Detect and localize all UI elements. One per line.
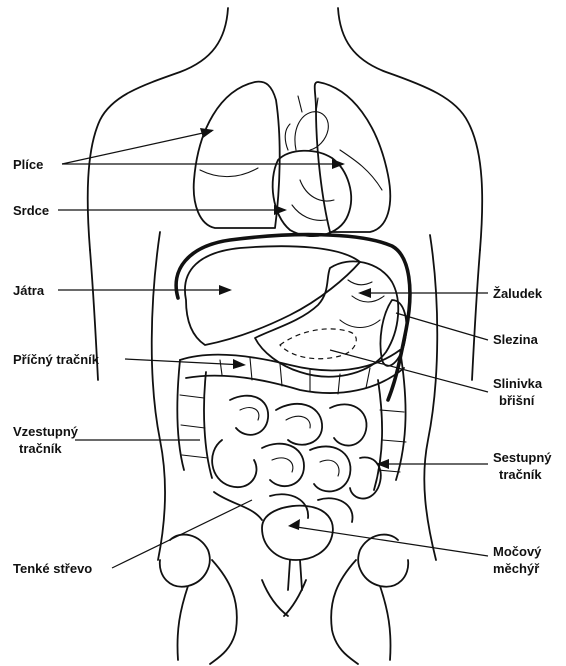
pointer-slinivka xyxy=(330,350,488,392)
label-sestupny-line2: tračník xyxy=(493,466,552,483)
label-tenke-strevo: Tenké střevo xyxy=(13,560,92,577)
stomach xyxy=(255,261,398,376)
arm-right xyxy=(472,250,480,380)
label-plice: Plíce xyxy=(13,156,43,173)
label-slinivka-line2: břišní xyxy=(493,392,542,409)
label-slinivka-line1: Slinivka xyxy=(493,375,542,392)
pointer-tenke xyxy=(112,500,252,568)
waist-left xyxy=(152,232,165,560)
label-pricny-tracnik: Příčný tračník xyxy=(13,351,99,368)
lung-left xyxy=(194,82,280,228)
label-slinivka-brisni: Slinivka břišní xyxy=(493,375,542,409)
pelvis-left xyxy=(160,535,210,660)
pelvis-inner-left xyxy=(210,560,237,664)
vessel xyxy=(285,96,318,150)
heart-detail xyxy=(292,180,334,220)
bladder xyxy=(262,506,333,560)
pelvis-right xyxy=(358,535,408,660)
stomach-folds xyxy=(340,280,384,328)
aorta xyxy=(295,112,328,150)
small-intestine xyxy=(212,396,381,522)
label-sestupny-line1: Sestupný xyxy=(493,449,552,466)
label-mocovy-line2: měchýř xyxy=(493,560,541,577)
lung-right xyxy=(315,82,391,232)
pelvis-inner-right xyxy=(331,560,358,664)
label-vzestupny-tracnik: Vzestupný tračník xyxy=(13,423,78,457)
label-mocovy-line1: Močový xyxy=(493,543,541,560)
pointer-mocovy xyxy=(290,526,488,556)
ascending-colon xyxy=(177,360,212,478)
lung-lobe-line-2 xyxy=(340,150,382,190)
torso-outline-right xyxy=(338,8,482,250)
label-vzestupny-line1: Vzestupný xyxy=(13,423,78,440)
label-mocovy-mechyr: Močový měchýř xyxy=(493,543,541,577)
sacrum xyxy=(262,580,306,616)
waist-right xyxy=(424,235,437,560)
urethra xyxy=(288,560,302,590)
pointer-pricny xyxy=(125,359,244,365)
label-srdce: Srdce xyxy=(13,202,49,219)
label-jatra: Játra xyxy=(13,282,44,299)
label-zaludek: Žaludek xyxy=(493,285,542,302)
lung-lobe-line xyxy=(200,168,258,177)
label-sestupny-tracnik: Sestupný tračník xyxy=(493,449,552,483)
pointer-plice-1 xyxy=(62,131,212,164)
transverse-colon-inner xyxy=(186,368,404,393)
label-vzestupny-line2: tračník xyxy=(13,440,78,457)
label-slezina: Slezina xyxy=(493,331,538,348)
